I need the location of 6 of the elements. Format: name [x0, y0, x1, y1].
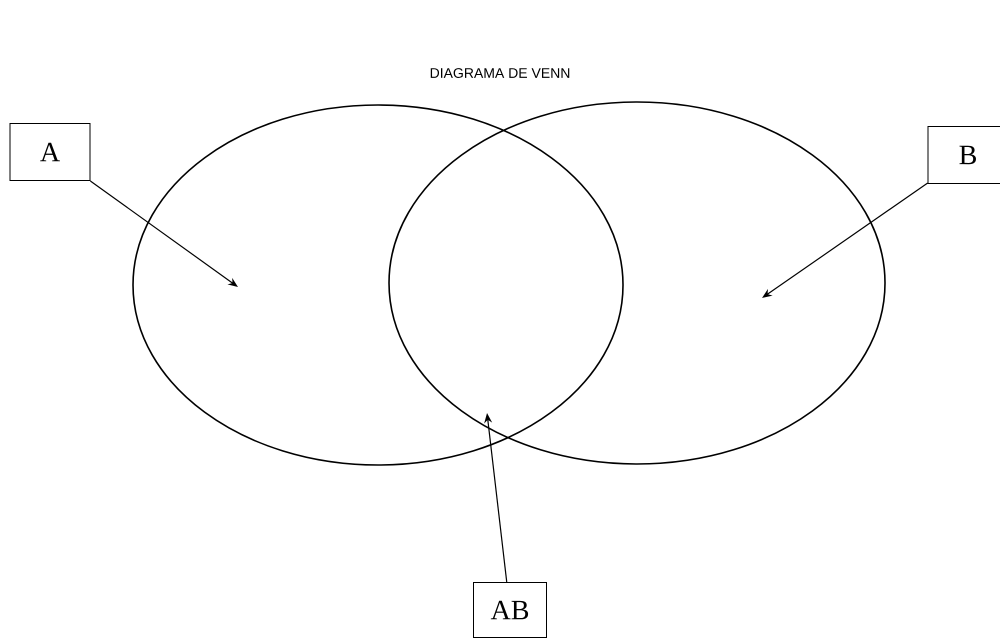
set-ellipse — [388, 101, 886, 465]
label-box: A — [10, 123, 90, 181]
diagram-title: DIAGRAMA DE VENN — [430, 68, 570, 78]
label-box: AB — [473, 582, 547, 638]
set-ellipse — [132, 104, 624, 466]
label-box: B — [928, 126, 1000, 184]
